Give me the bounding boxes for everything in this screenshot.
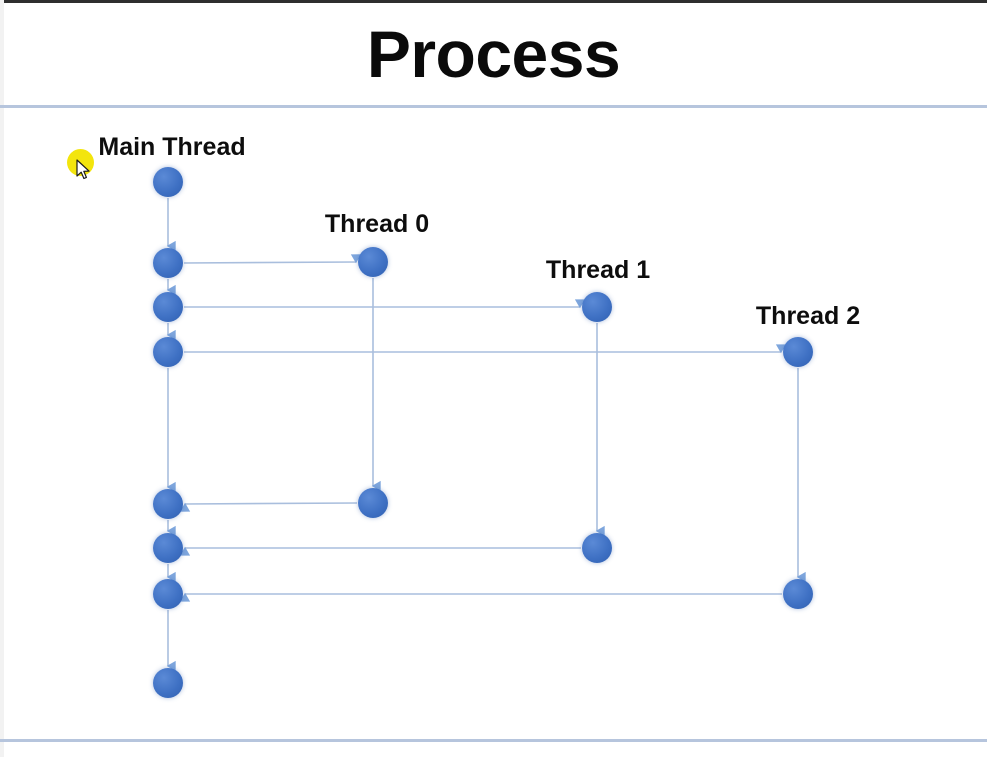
diagram-node-t0b[interactable] (358, 488, 388, 518)
diagram-node-m3[interactable] (153, 337, 183, 367)
edge-spawn-thread-0 (183, 254, 362, 264)
diagram-node-m5[interactable] (153, 533, 183, 563)
diagram-node-t0a[interactable] (358, 247, 388, 277)
title-divider-top (0, 105, 987, 108)
diagram-node-m4[interactable] (153, 489, 183, 519)
diagram-node-t1a[interactable] (582, 292, 612, 322)
thread-label-thread0: Thread 0 (324, 210, 430, 238)
diagram-node-m0[interactable] (153, 167, 183, 197)
slide-divider-bottom (0, 739, 987, 742)
thread-label-thread2: Thread 2 (755, 302, 861, 330)
diagram-node-m2[interactable] (153, 292, 183, 322)
mouse-cursor-icon (76, 159, 90, 180)
diagram-node-t2a[interactable] (783, 337, 813, 367)
thread-label-thread1: Thread 1 (545, 256, 651, 284)
diagram-node-t1b[interactable] (582, 533, 612, 563)
slide-top-edge (0, 0, 987, 3)
slide-left-edge (0, 0, 4, 757)
diagram-node-m6[interactable] (153, 579, 183, 609)
slide-title: Process (366, 17, 621, 91)
thread-label-main: Main Thread (98, 133, 246, 161)
diagram-edges (166, 198, 806, 672)
diagram-node-t2b[interactable] (783, 579, 813, 609)
diagram-node-m7[interactable] (153, 668, 183, 698)
edge-join-thread-0 (179, 502, 358, 512)
diagram-node-m1[interactable] (153, 248, 183, 278)
